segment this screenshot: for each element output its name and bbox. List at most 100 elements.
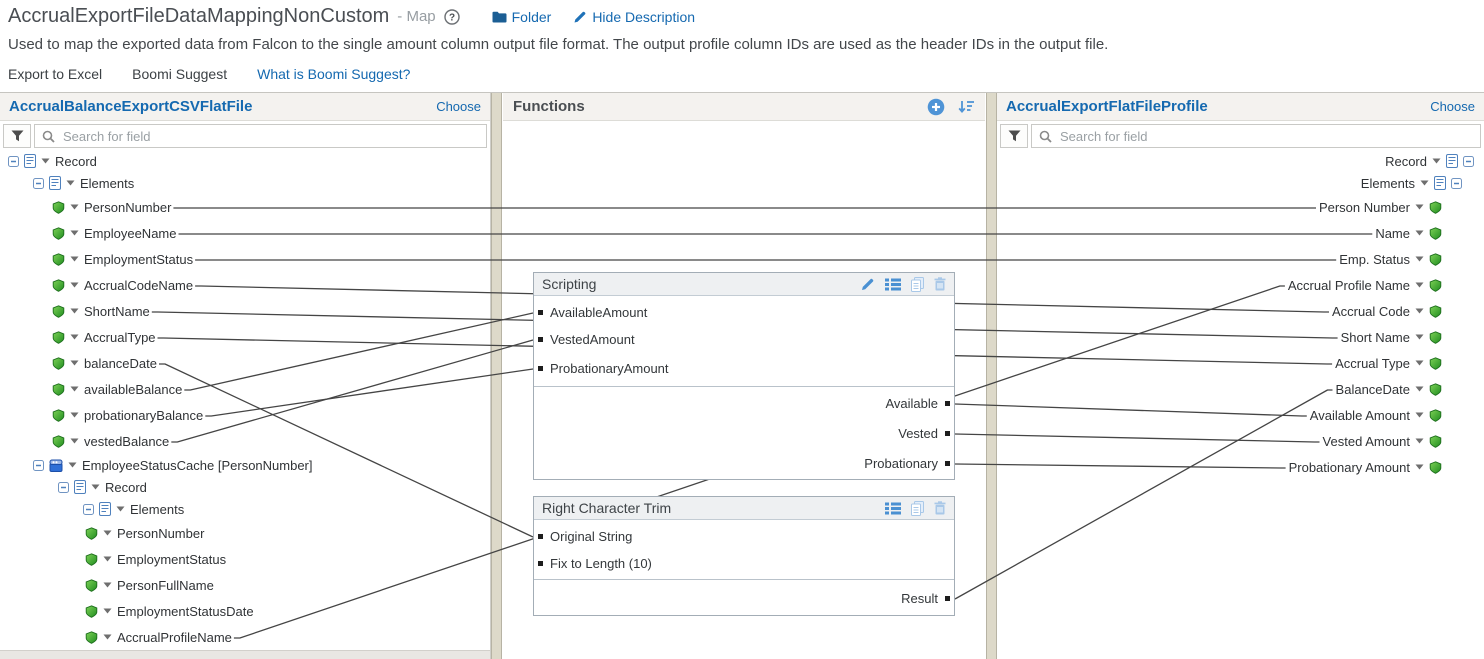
tree-item-personnumber[interactable]: PersonNumber: [0, 520, 490, 546]
chevron-down-icon[interactable]: [103, 582, 112, 588]
chevron-down-icon[interactable]: [1420, 180, 1429, 186]
delete-function-icon[interactable]: [934, 277, 946, 291]
tree-item-record[interactable]: Record: [997, 150, 1484, 172]
function-detail-icon[interactable]: [885, 278, 901, 291]
collapse-icon[interactable]: [1451, 177, 1462, 189]
function-detail-icon[interactable]: [885, 502, 901, 515]
chevron-down-icon[interactable]: [70, 282, 79, 288]
function-box-header[interactable]: Right Character Trim: [534, 497, 954, 520]
add-function-button[interactable]: [927, 98, 945, 116]
chevron-down-icon[interactable]: [1415, 438, 1424, 444]
chevron-down-icon[interactable]: [1415, 282, 1424, 288]
function-input-port[interactable]: VestedAmount: [534, 330, 954, 348]
panel-splitter[interactable]: [491, 93, 502, 659]
function-box-header[interactable]: Scripting: [534, 273, 954, 296]
panel-splitter[interactable]: [986, 93, 997, 659]
chevron-down-icon[interactable]: [1415, 334, 1424, 340]
chevron-down-icon[interactable]: [70, 438, 79, 444]
export-to-excel-button[interactable]: Export to Excel: [8, 66, 103, 82]
tree-item-probationary-amount[interactable]: Probationary Amount: [997, 454, 1484, 480]
chevron-down-icon[interactable]: [1415, 360, 1424, 366]
function-input-port[interactable]: Fix to Length (10): [534, 554, 954, 572]
tree-item-accrual-code[interactable]: Accrual Code: [997, 298, 1484, 324]
tree-item-personnumber[interactable]: PersonNumber: [0, 194, 490, 220]
tree-item-accrual-type[interactable]: Accrual Type: [997, 350, 1484, 376]
chevron-down-icon[interactable]: [1415, 308, 1424, 314]
folder-link[interactable]: Folder: [492, 9, 551, 25]
tree-item-accrualprofilename[interactable]: AccrualProfileName: [0, 624, 490, 650]
tree-item-vestedbalance[interactable]: vestedBalance: [0, 428, 490, 454]
chevron-down-icon[interactable]: [91, 484, 100, 490]
chevron-down-icon[interactable]: [70, 230, 79, 236]
sort-functions-button[interactable]: [957, 99, 975, 115]
tree-item-accrualtype[interactable]: AccrualType: [0, 324, 490, 350]
function-input-port[interactable]: Original String: [534, 527, 954, 545]
tree-item-accrualcodename[interactable]: AccrualCodeName: [0, 272, 490, 298]
tree-item-vested-amount[interactable]: Vested Amount: [997, 428, 1484, 454]
tree-item-personfullname[interactable]: PersonFullName: [0, 572, 490, 598]
search-input[interactable]: [61, 127, 486, 145]
tree-item-balancedate[interactable]: BalanceDate: [997, 376, 1484, 402]
tree-item-balancedate[interactable]: balanceDate: [0, 350, 490, 376]
filter-button[interactable]: [1000, 124, 1028, 148]
chevron-down-icon[interactable]: [70, 256, 79, 262]
tree-item-record[interactable]: Record: [0, 476, 490, 498]
chevron-down-icon[interactable]: [1415, 230, 1424, 236]
tree-item-elements[interactable]: Elements: [0, 498, 490, 520]
delete-function-icon[interactable]: [934, 501, 946, 515]
tree-item-employeename[interactable]: EmployeeName: [0, 220, 490, 246]
tree-item-record[interactable]: Record: [0, 150, 490, 172]
horizontal-scrollbar[interactable]: [0, 650, 490, 659]
tree-item-employmentstatusdate[interactable]: EmploymentStatusDate: [0, 598, 490, 624]
chevron-down-icon[interactable]: [1415, 412, 1424, 418]
help-icon[interactable]: ?: [443, 8, 460, 25]
collapse-icon[interactable]: [8, 155, 19, 167]
collapse-icon[interactable]: [33, 459, 44, 471]
tree-item-employmentstatus[interactable]: EmploymentStatus: [0, 246, 490, 272]
copy-function-icon[interactable]: [911, 276, 924, 292]
function-input-port[interactable]: ProbationaryAmount: [534, 359, 954, 377]
chevron-down-icon[interactable]: [70, 386, 79, 392]
collapse-icon[interactable]: [58, 481, 69, 493]
tree-item-employeestatuscache-personnumber[interactable]: EmployeeStatusCache [PersonNumber]: [0, 454, 490, 476]
tree-item-name[interactable]: Name: [997, 220, 1484, 246]
tree-item-elements[interactable]: Elements: [0, 172, 490, 194]
tree-item-available-amount[interactable]: Available Amount: [997, 402, 1484, 428]
chevron-down-icon[interactable]: [41, 158, 50, 164]
tree-item-probationarybalance[interactable]: probationaryBalance: [0, 402, 490, 428]
chevron-down-icon[interactable]: [1415, 204, 1424, 210]
chevron-down-icon[interactable]: [70, 412, 79, 418]
tree-item-shortname[interactable]: ShortName: [0, 298, 490, 324]
search-input[interactable]: [1058, 127, 1480, 145]
collapse-icon[interactable]: [33, 177, 44, 189]
tree-item-employmentstatus[interactable]: EmploymentStatus: [0, 546, 490, 572]
chevron-down-icon[interactable]: [103, 530, 112, 536]
chevron-down-icon[interactable]: [1415, 256, 1424, 262]
filter-button[interactable]: [3, 124, 31, 148]
function-output-port[interactable]: Result: [534, 589, 954, 607]
chevron-down-icon[interactable]: [1415, 386, 1424, 392]
chevron-down-icon[interactable]: [70, 308, 79, 314]
tree-item-accrual-profile-name[interactable]: Accrual Profile Name: [997, 272, 1484, 298]
chevron-down-icon[interactable]: [70, 360, 79, 366]
tree-item-availablebalance[interactable]: availableBalance: [0, 376, 490, 402]
chevron-down-icon[interactable]: [1415, 464, 1424, 470]
source-choose-link[interactable]: Choose: [436, 99, 481, 114]
boomi-suggest-button[interactable]: Boomi Suggest: [132, 66, 228, 82]
function-input-port[interactable]: AvailableAmount: [534, 303, 954, 321]
destination-choose-link[interactable]: Choose: [1430, 99, 1475, 114]
chevron-down-icon[interactable]: [70, 334, 79, 340]
chevron-down-icon[interactable]: [66, 180, 75, 186]
hide-description-link[interactable]: Hide Description: [573, 9, 695, 25]
tree-item-emp-status[interactable]: Emp. Status: [997, 246, 1484, 272]
chevron-down-icon[interactable]: [70, 204, 79, 210]
chevron-down-icon[interactable]: [103, 634, 112, 640]
tree-item-person-number[interactable]: Person Number: [997, 194, 1484, 220]
chevron-down-icon[interactable]: [103, 556, 112, 562]
tree-item-short-name[interactable]: Short Name: [997, 324, 1484, 350]
function-output-port[interactable]: Probationary: [534, 454, 954, 472]
edit-function-icon[interactable]: [860, 277, 875, 292]
function-output-port[interactable]: Available: [534, 394, 954, 412]
